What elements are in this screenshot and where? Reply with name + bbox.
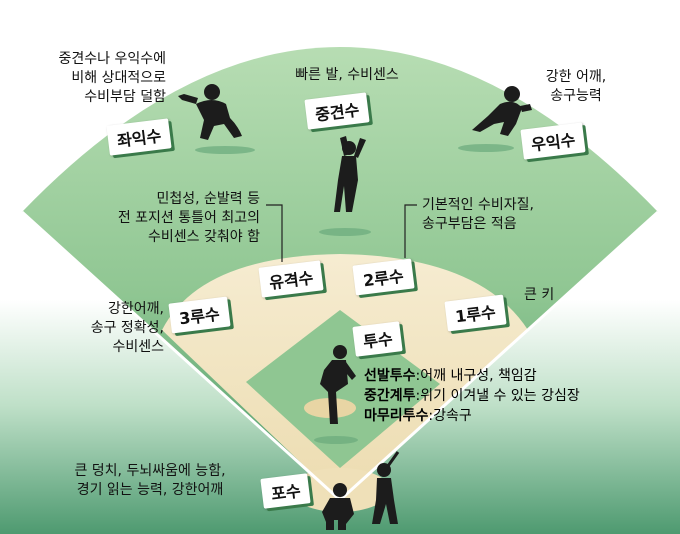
center-fielder-shadow	[319, 228, 371, 236]
note-first-base: 큰 키	[524, 287, 555, 303]
second-base-leader-line	[404, 204, 417, 258]
center-fielder-silhouette	[334, 136, 366, 212]
note-left-fielder: 중견수나 우익수에 비해 상대적으로 수비부담 덜함	[58, 51, 167, 105]
note-third-base: 강한어깨, 송구 정확성, 수비센스	[90, 301, 164, 355]
right-fielder-shadow	[458, 144, 514, 152]
right-fielder-silhouette	[472, 86, 532, 136]
pitcher-role-reliever: 중간계투:위기 이겨낼 수 있는 강심장	[364, 388, 580, 404]
note-shortstop: 민첩성, 순발력 등 전 포지션 통틀어 최고의 수비센스 갖춰야 함	[117, 191, 260, 245]
pitcher-role-starter: 선발투수:어깨 내구성, 책임감	[364, 368, 537, 384]
right-foul-line	[338, 210, 660, 502]
pitcher-shadow	[314, 436, 358, 444]
tag-pitcher: 투수	[352, 321, 404, 357]
catcher-silhouette	[322, 483, 354, 530]
left-fielder-shadow	[195, 146, 255, 154]
shortstop-leader-line	[266, 204, 283, 262]
note-second-base: 기본적인 수비자질, 송구부담은 적음	[422, 197, 534, 232]
pitcher-role-closer: 마무리투수:강속구	[364, 408, 472, 424]
tag-catcher: 포수	[260, 473, 312, 509]
left-fielder-silhouette	[178, 84, 242, 140]
left-foul-line	[20, 210, 342, 502]
note-catcher: 큰 덩치, 두뇌싸움에 능함, 경기 읽는 능력, 강한어깨	[74, 463, 226, 498]
pitcher-roles: 선발투수:어깨 내구성, 책임감 중간계투:위기 이겨낼 수 있는 강심장 마무…	[364, 366, 580, 426]
note-right-fielder: 강한 어깨, 송구능력	[545, 69, 607, 104]
pitcher-silhouette	[320, 345, 356, 424]
note-center-fielder: 빠른 발, 수비센스	[295, 67, 399, 83]
batter-silhouette	[372, 451, 400, 524]
